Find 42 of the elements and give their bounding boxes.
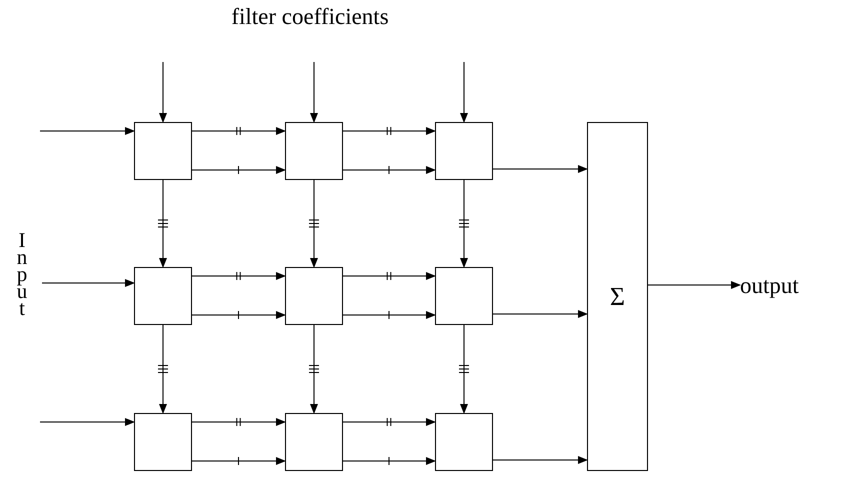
arrow <box>192 166 286 174</box>
arrow <box>342 272 436 280</box>
arrow <box>40 127 135 135</box>
arrow <box>310 62 318 123</box>
processing-box <box>435 413 493 471</box>
arrow <box>342 166 436 174</box>
arrow <box>460 180 468 268</box>
arrow <box>159 180 167 268</box>
arrow <box>310 180 318 268</box>
sum-symbol: Σ <box>610 284 626 310</box>
processing-box <box>285 413 343 471</box>
arrow <box>342 418 436 426</box>
arrow <box>492 310 588 318</box>
processing-box <box>134 267 192 325</box>
summation-box <box>587 122 648 471</box>
arrow <box>492 456 588 464</box>
output-label: output <box>740 274 799 296</box>
arrow <box>159 62 167 123</box>
arrow <box>310 324 318 414</box>
arrow <box>159 324 167 414</box>
arrow <box>460 324 468 414</box>
coefficients-label: filter coefficients <box>230 4 390 30</box>
arrow <box>492 165 588 173</box>
arrow <box>192 457 286 465</box>
processing-box <box>134 122 192 180</box>
input-label: Input <box>16 232 28 317</box>
arrow <box>192 127 286 135</box>
processing-box <box>134 413 192 471</box>
arrow <box>42 279 135 287</box>
processing-box <box>435 267 493 325</box>
arrow <box>192 311 286 319</box>
arrow <box>342 311 436 319</box>
processing-box <box>285 122 343 180</box>
arrow <box>342 127 436 135</box>
processing-box <box>285 267 343 325</box>
arrow <box>648 281 741 289</box>
arrow <box>40 418 135 426</box>
arrow <box>192 418 286 426</box>
arrow <box>192 272 286 280</box>
arrow <box>460 62 468 123</box>
processing-box <box>435 122 493 180</box>
arrow <box>342 457 436 465</box>
